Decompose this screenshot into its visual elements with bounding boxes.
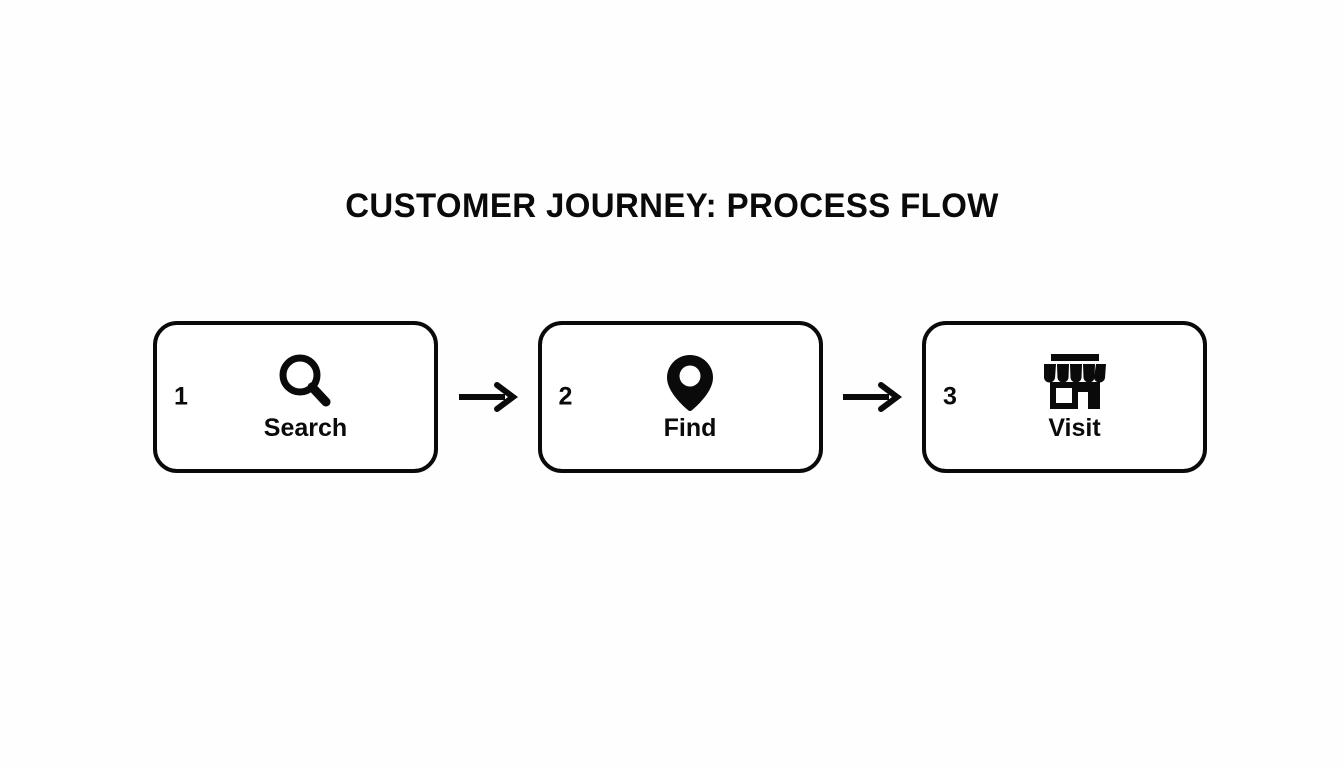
step-label-3: Visit — [1048, 414, 1101, 443]
magnifying-glass-icon — [274, 351, 338, 413]
process-flow-row: 1 Search 2 — [153, 321, 1207, 473]
step-label-2: Find — [663, 414, 717, 443]
step-content-2: Find — [542, 325, 819, 469]
arrow-right-icon-2 — [841, 380, 903, 414]
page-title: CUSTOMER JOURNEY: PROCESS FLOW — [345, 187, 999, 225]
step-content-1: Search — [157, 325, 434, 469]
step-number-3: 3 — [943, 382, 957, 411]
step-number-2: 2 — [558, 382, 573, 411]
map-pin-icon — [664, 351, 716, 413]
step-number-1: 1 — [174, 382, 188, 411]
step-box-3[interactable]: 3 — [922, 321, 1207, 473]
step-content-3: Visit — [926, 325, 1203, 469]
step-box-1[interactable]: 1 Search — [153, 321, 438, 473]
step-label-1: Search — [263, 414, 348, 443]
arrow-right-icon-1 — [457, 380, 519, 414]
storefront-icon — [1042, 351, 1108, 413]
step-box-2[interactable]: 2 Find — [537, 321, 823, 473]
